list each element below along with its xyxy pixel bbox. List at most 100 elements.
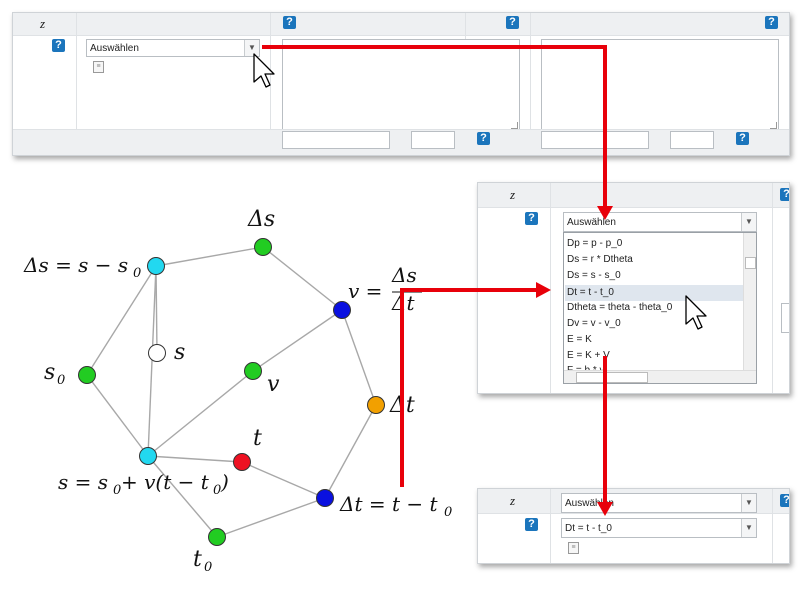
column-divider <box>550 489 551 563</box>
footer-row <box>13 129 789 155</box>
label-s-def: s = s <box>58 470 108 494</box>
label-s-def-close: ) <box>220 470 229 494</box>
text-input[interactable] <box>541 131 649 149</box>
text-input[interactable] <box>282 131 390 149</box>
dropdown-option[interactable]: E = K <box>567 334 592 345</box>
label-subscript: 0 <box>204 560 212 575</box>
label-s0: s <box>44 360 55 385</box>
label-subscript: 0 <box>133 266 141 281</box>
node-v <box>244 362 262 380</box>
arrow-head-icon <box>597 502 613 516</box>
graph-edges <box>86 246 377 538</box>
node-delta-t <box>367 396 385 414</box>
select-value: Auswählen <box>567 217 616 228</box>
document-icon[interactable]: ≡ <box>93 61 104 73</box>
chevron-down-icon[interactable]: ▼ <box>741 213 756 231</box>
label-s-def-rest: + v(t − t <box>121 470 210 494</box>
resize-grip-icon[interactable] <box>511 122 518 129</box>
chevron-down-icon[interactable]: ▼ <box>244 40 259 56</box>
z-label: z <box>510 187 516 202</box>
dropdown-option-highlighted[interactable]: Dt = t - t_0 <box>565 285 743 301</box>
column-divider <box>530 13 531 155</box>
help-icon[interactable]: ? <box>525 518 538 531</box>
label-delta-t-def: Δt = t − t <box>339 492 438 516</box>
label-delta-s-def: Δs = s − s <box>23 253 128 277</box>
select-value: Auswählen <box>565 498 614 509</box>
dropdown-option[interactable]: Dv = v - v_0 <box>567 318 621 329</box>
flow-arrows <box>262 45 607 502</box>
label-v-numerator: Δs <box>391 263 417 287</box>
mouse-cursor-icon <box>685 295 707 330</box>
help-icon[interactable]: ? <box>525 212 538 225</box>
node-t <box>233 453 251 471</box>
text-area[interactable] <box>781 303 789 333</box>
help-icon[interactable]: ? <box>765 16 778 29</box>
node-delta-s <box>254 238 272 256</box>
vertical-scrollbar[interactable] <box>743 233 756 371</box>
help-icon[interactable]: ? <box>780 188 789 201</box>
text-area[interactable] <box>282 39 520 131</box>
equation-select[interactable]: Auswählen ▼ <box>561 493 757 513</box>
equation-select-filled[interactable]: Dt = t - t_0 ▼ <box>561 518 757 538</box>
help-icon[interactable]: ? <box>477 132 490 145</box>
text-area[interactable] <box>541 39 779 131</box>
scroll-thumb[interactable] <box>745 257 756 269</box>
label-s: s <box>174 340 185 365</box>
arrow-head-icon <box>536 282 551 298</box>
label-subscript: 0 <box>444 505 452 520</box>
node-s-def <box>139 447 157 465</box>
node-t0 <box>208 528 226 546</box>
dropdown-option[interactable]: Dp = p - p_0 <box>567 238 623 249</box>
horizontal-scrollbar[interactable] <box>564 370 756 383</box>
help-icon[interactable]: ? <box>283 16 296 29</box>
column-divider <box>772 183 773 393</box>
column-divider <box>772 489 773 563</box>
node-delta-s-def <box>147 257 165 275</box>
help-icon[interactable]: ? <box>780 494 789 507</box>
arrow-top-to-dropdown <box>262 45 607 206</box>
result-form-panel: z Auswählen ▼ ? ? Dt = t - t_0 ▼ ≡ <box>477 488 790 564</box>
z-label: z <box>510 493 516 508</box>
label-t: t <box>253 426 262 451</box>
header-row <box>478 183 789 208</box>
label-v-def: v = <box>348 279 382 303</box>
chevron-down-icon[interactable]: ▼ <box>741 494 756 512</box>
label-subscript: 0 <box>57 373 65 388</box>
mouse-cursor-icon <box>253 53 275 88</box>
z-label: z <box>40 16 46 31</box>
node-v-def <box>333 301 351 319</box>
chevron-down-icon[interactable]: ▼ <box>741 519 756 537</box>
column-divider <box>550 183 551 393</box>
scroll-thumb[interactable] <box>576 372 648 383</box>
arrow-graph-to-dropdown <box>400 288 536 487</box>
dropdown-option[interactable]: Ds = r * Dtheta <box>567 254 633 265</box>
node-s0 <box>78 366 96 384</box>
resize-grip-icon[interactable] <box>770 122 777 129</box>
equation-select[interactable]: Auswählen ▼ <box>86 39 260 57</box>
label-v: v <box>267 372 280 397</box>
help-icon[interactable]: ? <box>52 39 65 52</box>
node-s <box>148 344 166 362</box>
select-value: Dt = t - t_0 <box>565 523 612 534</box>
document-icon[interactable]: ≡ <box>568 542 579 554</box>
label-delta-s: Δs <box>247 207 275 232</box>
number-input[interactable] <box>411 131 455 149</box>
node-delta-t-def <box>316 489 334 507</box>
column-divider <box>270 13 271 155</box>
column-divider <box>76 13 77 155</box>
dropdown-option[interactable]: Dtheta = theta - theta_0 <box>567 302 673 313</box>
label-t0: t <box>193 547 202 572</box>
select-value: Auswählen <box>90 43 139 54</box>
number-input[interactable] <box>670 131 714 149</box>
help-icon[interactable]: ? <box>506 16 519 29</box>
dropdown-option[interactable]: E = K + V <box>567 350 610 361</box>
header-row <box>13 13 789 36</box>
arrow-head-icon <box>597 206 613 220</box>
help-icon[interactable]: ? <box>736 132 749 145</box>
dropdown-option[interactable]: Ds = s - s_0 <box>567 270 621 281</box>
top-form-panel: z ? ? ? ? Auswählen ▼ ≡ ? ? <box>12 12 790 156</box>
label-subscript: 0 <box>213 483 221 498</box>
dropdown-list[interactable]: Dp = p - p_0 Ds = r * Dtheta Ds = s - s_… <box>563 232 757 384</box>
label-subscript: 0 <box>113 483 121 498</box>
equation-select[interactable]: Auswählen ▼ <box>563 212 757 232</box>
